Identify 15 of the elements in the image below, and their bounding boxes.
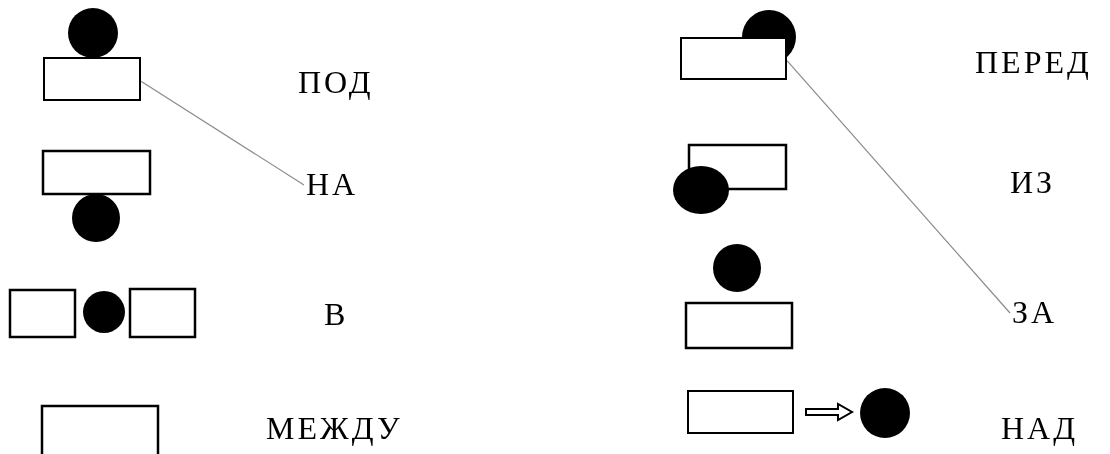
rectangle-shape bbox=[687, 390, 794, 434]
word-label: ПЕРЕД bbox=[975, 44, 1092, 80]
rectangle-shape bbox=[680, 37, 787, 80]
word-label: ПОД bbox=[298, 64, 374, 100]
word-label: В bbox=[324, 296, 349, 332]
word-label: ЗА bbox=[1012, 294, 1082, 332]
word-label: НА bbox=[306, 166, 372, 204]
connector-line bbox=[786, 60, 1011, 314]
rectangle-shape bbox=[43, 57, 141, 101]
word-label: МЕЖДУ bbox=[266, 410, 403, 446]
word-label: ИЗ bbox=[1010, 164, 1056, 200]
word-label: НАД bbox=[1001, 410, 1079, 446]
arrow bbox=[805, 402, 854, 422]
ball-shape bbox=[860, 388, 910, 438]
connector-line bbox=[140, 80, 305, 186]
